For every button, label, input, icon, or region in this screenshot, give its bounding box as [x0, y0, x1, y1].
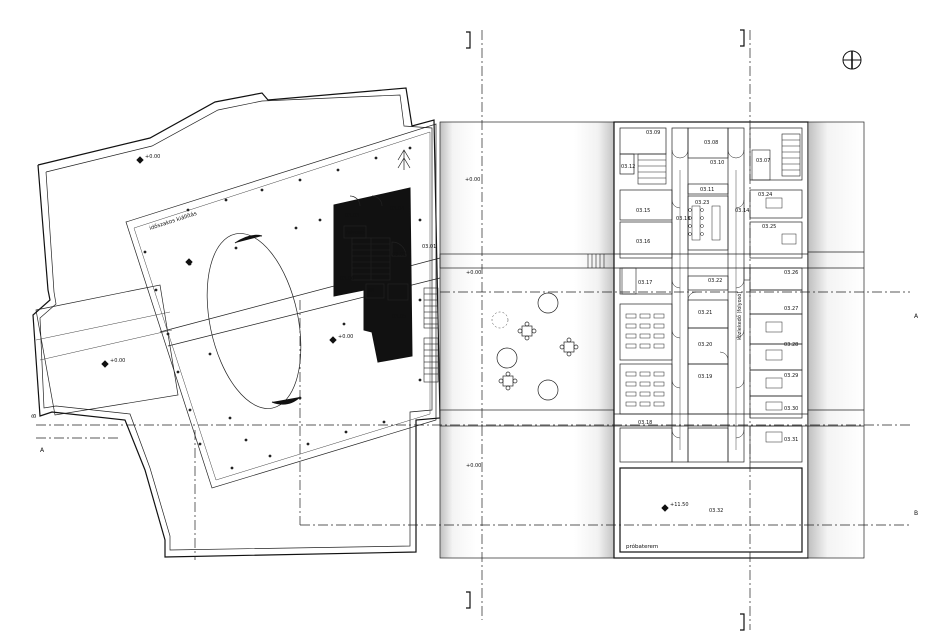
lift-label: felvonó — [346, 229, 364, 236]
room-label: 03.03 — [345, 213, 359, 219]
oval-wall-arc-2 — [271, 396, 301, 405]
room-label: 03.23 — [695, 200, 709, 206]
level-label: +11.50 — [670, 502, 689, 508]
outer-boundary-inner — [39, 94, 433, 551]
north-arrow-icon — [842, 50, 862, 70]
side-stairs — [423, 287, 439, 383]
door-swing-2 — [349, 195, 361, 207]
door-swings — [671, 149, 745, 439]
wc-box — [387, 283, 409, 301]
room-label: 03.22 — [708, 278, 722, 284]
rehearsal-room — [619, 467, 803, 553]
room-label: 03.06 — [340, 276, 354, 282]
building-stairs — [621, 133, 801, 295]
room-label: 03.28 — [784, 342, 798, 348]
rehearsal-label: próbaterem — [626, 543, 658, 550]
section-ticks — [466, 29, 745, 631]
room-label: 03.10 — [710, 160, 724, 166]
room-label: 03.08 — [704, 140, 718, 146]
small-lift-label: lift — [368, 288, 374, 294]
room-label: 03.13 — [676, 216, 690, 222]
new-building — [613, 121, 865, 559]
room-label: 03.26 — [784, 270, 798, 276]
outer-boundary-wall — [32, 87, 441, 558]
room-label: 03.11 — [700, 187, 714, 193]
entry-wing — [35, 284, 179, 416]
room-label: 03.24 — [758, 192, 772, 198]
columns — [143, 146, 422, 470]
room-label: 03.07 — [756, 158, 770, 164]
room-label: 03.29 — [784, 373, 798, 379]
level-marker-icons — [101, 156, 337, 368]
room-label: 03.32 — [709, 508, 723, 514]
atrium-shade-left — [440, 122, 476, 558]
room-label: 03.19 — [698, 374, 712, 380]
level-labels: +0.00 +0.00 +0.00 +0.00 +0.00 +0.00 +11.… — [110, 154, 689, 508]
existing-building — [32, 87, 441, 558]
service-core — [333, 187, 413, 363]
room-label: 03.05 — [392, 314, 406, 320]
classroom-desks — [625, 197, 797, 443]
room-label: 03.20 — [698, 342, 712, 348]
level-label: +0.00 — [110, 358, 125, 364]
right-gallery-shade — [808, 122, 864, 558]
corridor-right — [727, 127, 745, 463]
atrium-shade-right — [574, 122, 614, 558]
level-label: +0.00 — [466, 270, 481, 276]
room-label: 03.25 — [762, 224, 776, 230]
room-label: 03.12 — [621, 164, 635, 170]
exhibition-hall-inner — [133, 131, 431, 481]
room-label: 03.14 — [735, 208, 749, 214]
room-label: 03.17 — [638, 280, 652, 286]
bridge-stair — [587, 254, 605, 268]
level-label: +0.00 — [338, 334, 353, 340]
level-label: +0.00 — [145, 154, 160, 160]
atrium — [439, 121, 615, 559]
door-swing-3 — [371, 195, 383, 207]
section-mark: A — [914, 313, 919, 320]
core-wall — [333, 187, 413, 363]
section-lines — [36, 30, 910, 630]
door-swing-1 — [391, 241, 407, 257]
section-mark-labels: B A A B — [31, 313, 919, 517]
corridor-left — [671, 127, 689, 463]
level-label: +0.00 — [465, 177, 480, 183]
atrium-features — [491, 292, 579, 401]
room-label: 03.01 — [422, 244, 436, 250]
beam-4 — [39, 329, 173, 361]
room-labels: 03.09 03.08 03.12 03.07 03.11 03.10 03.1… — [340, 130, 798, 514]
small-lift-box — [365, 283, 385, 299]
level-marker-icon — [661, 504, 669, 512]
beam-3 — [35, 311, 171, 341]
room-label: 03.02 — [392, 252, 406, 258]
room-label: 03.15 — [636, 208, 650, 214]
oval-wall-arc-1 — [234, 234, 263, 244]
section-mark: A — [40, 447, 45, 454]
stair-treads — [352, 238, 390, 280]
level-label: +0.00 — [466, 463, 481, 469]
room-label: 03.30 — [784, 406, 798, 412]
entry-arrow-icon — [397, 149, 411, 170]
room-label: 03.21 — [698, 310, 712, 316]
room-label: 03.18 — [638, 420, 652, 426]
room-label: 03.16 — [636, 239, 650, 245]
room-label: 03.27 — [784, 306, 798, 312]
section-mark: B — [31, 414, 38, 418]
corridor-label: közlekedő (folyosó) — [736, 292, 743, 340]
lift-shaft — [343, 225, 367, 239]
oval-ring — [206, 233, 302, 409]
room-label: 03.04 — [390, 206, 404, 212]
exhibition-hall-outline — [125, 123, 437, 489]
room-label: 03.31 — [784, 437, 798, 443]
right-gallery-outline — [807, 121, 865, 559]
section-mark: B — [914, 510, 918, 517]
room-label: 03.09 — [646, 130, 660, 136]
